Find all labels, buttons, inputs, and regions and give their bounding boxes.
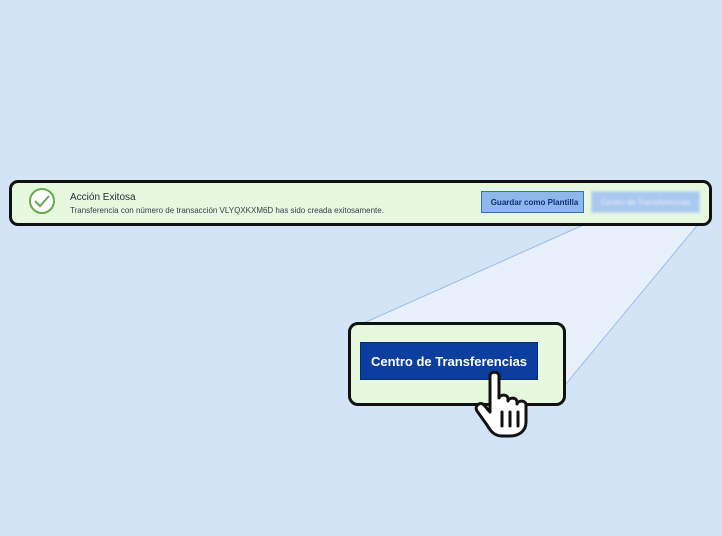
save-as-template-button[interactable]: Guardar como Plantilla: [481, 191, 584, 213]
zoom-callout: Centro de Transferencias: [348, 322, 566, 406]
hand-pointer-icon: [474, 370, 528, 438]
check-circle-icon: [29, 188, 55, 214]
transfer-center-button[interactable]: Centro de Transferencias: [360, 342, 538, 380]
success-notification-banner: Acción Exitosa Transferencia con número …: [9, 180, 712, 226]
notification-title: Acción Exitosa: [70, 192, 136, 203]
transfer-center-button-blurred[interactable]: Centro de Transferencias: [591, 191, 700, 213]
notification-message: Transferencia con número de transacción …: [70, 206, 384, 215]
